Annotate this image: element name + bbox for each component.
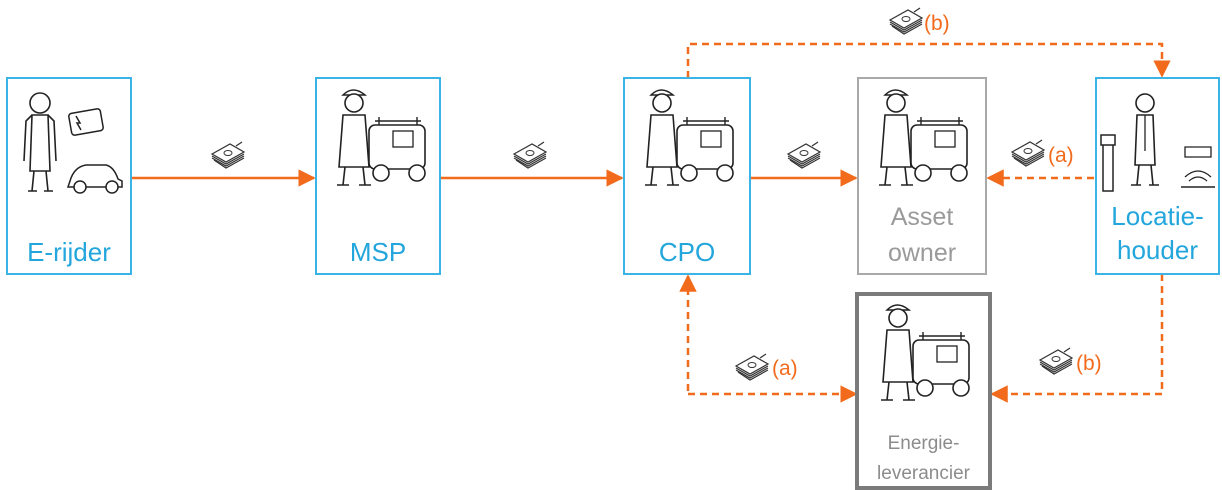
banknote-icon xyxy=(787,141,821,169)
worker-with-van-icon xyxy=(337,89,426,186)
node-locatiehouder-label-line2: houder xyxy=(1117,235,1198,265)
node-cpo-label: CPO xyxy=(658,237,716,267)
flow-cpo-locatiehouder-b xyxy=(686,42,1171,78)
person-icon xyxy=(23,92,123,194)
worker-with-van-icon xyxy=(645,89,734,186)
flow-tag-asset-a: (a) xyxy=(1048,144,1074,167)
node-energieleverancier-label-line1: Energie- xyxy=(887,433,960,454)
worker-with-van-icon xyxy=(881,304,970,401)
banknote-icon xyxy=(513,141,547,169)
node-erijder-label: E-rijder xyxy=(27,237,111,267)
node-asset-owner-label-line1: Asset xyxy=(890,203,954,231)
worker-with-van-icon xyxy=(879,89,968,186)
node-energieleverancier-label-line2: leverancier xyxy=(877,463,970,484)
node-locatiehouder-label-line1: Locatie- xyxy=(1111,201,1204,231)
flow-locatiehouder-energie-b xyxy=(990,274,1164,403)
node-asset-owner-label-line2: owner xyxy=(887,239,957,267)
banknote-icon xyxy=(735,353,769,381)
banknote-icon xyxy=(1039,347,1073,375)
node-erijder: E-rijder xyxy=(6,77,132,275)
flow-tag-energie-b: (b) xyxy=(1076,352,1102,375)
node-msp-label: MSP xyxy=(349,237,407,267)
banknote-icon xyxy=(1011,139,1045,167)
node-msp: MSP xyxy=(315,77,441,275)
node-locatiehouder: Locatie- houder xyxy=(1095,77,1220,275)
banknote-icon xyxy=(211,141,245,169)
flow-tag-energie-a: (a) xyxy=(772,357,798,380)
banknote-icon xyxy=(889,7,923,35)
node-asset-owner: Asset owner xyxy=(857,77,987,275)
person-with-charger-icon xyxy=(1100,93,1215,192)
flow-tag-top-b: (b) xyxy=(924,12,950,35)
node-cpo: CPO xyxy=(623,77,751,275)
node-energieleverancier: Energie- leverancier xyxy=(855,292,992,490)
